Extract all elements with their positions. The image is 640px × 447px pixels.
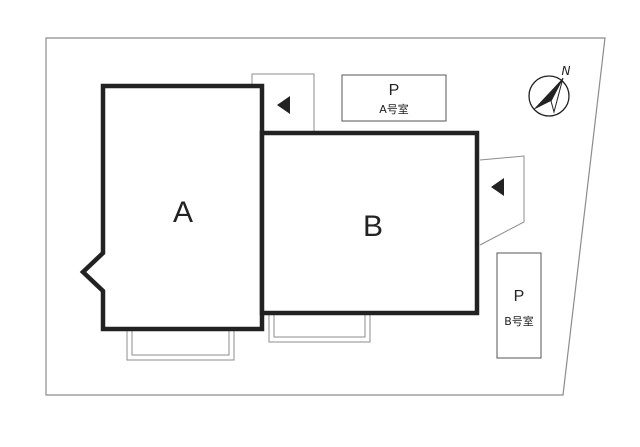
building-a-outline	[79, 83, 265, 332]
entrance-porch-a	[251, 73, 315, 133]
building-b-label: B	[363, 210, 383, 243]
parking-space-a	[341, 74, 447, 122]
north-label: N	[562, 64, 571, 78]
building-b-outline	[259, 130, 480, 316]
north-arrow-icon	[528, 75, 570, 117]
parking-space-b	[496, 252, 542, 359]
site-boundary	[45, 37, 606, 396]
building-a-label: A	[173, 196, 193, 229]
parking-a-label: P	[389, 82, 400, 99]
parking-b-room: B号室	[504, 314, 534, 328]
entrance-porch-b	[479, 155, 525, 246]
parking-b-label: P	[514, 288, 525, 305]
triangle-left-arrow-icon	[491, 178, 504, 196]
parking-a-room: A号室	[379, 102, 409, 116]
balcony-b	[268, 313, 371, 343]
triangle-left-arrow-icon	[277, 96, 290, 114]
balcony-a-inner	[131, 328, 230, 356]
balcony-b-inner	[273, 313, 366, 338]
